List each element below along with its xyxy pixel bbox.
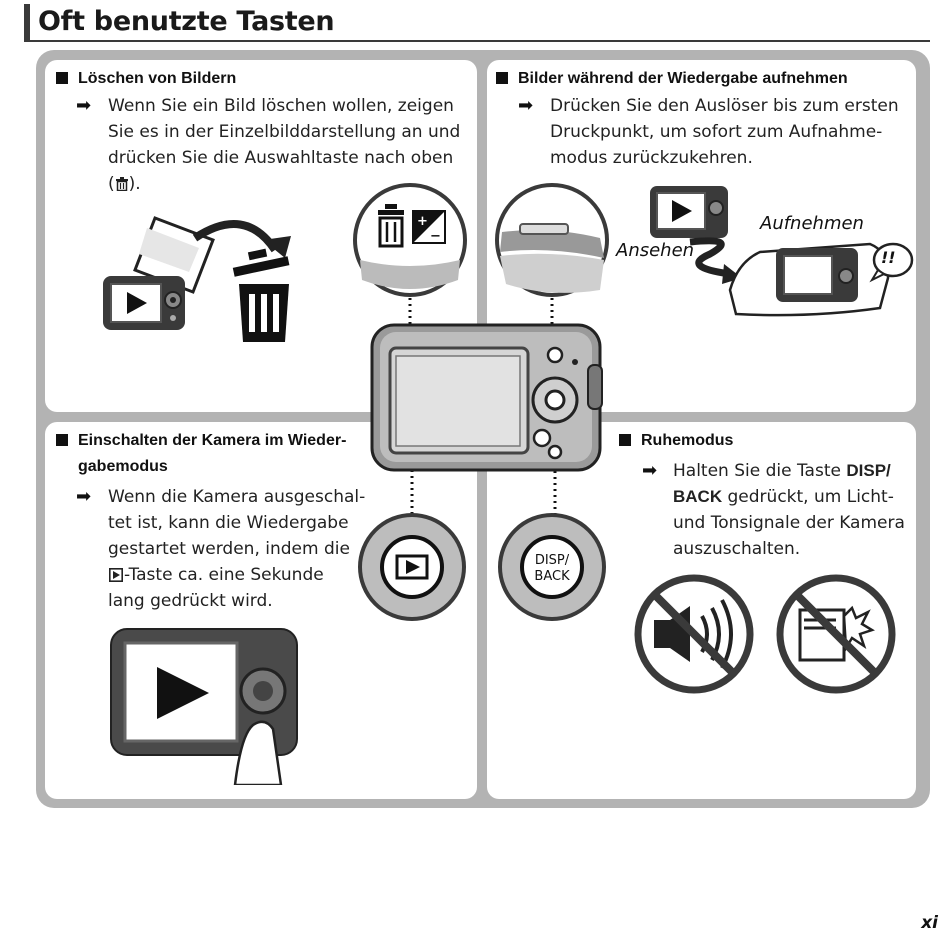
trash-icon: [232, 248, 290, 342]
small-camera: [650, 186, 728, 238]
small-camera: [103, 276, 185, 330]
bubble-text: !!: [881, 248, 896, 267]
heading-square-icon: [619, 434, 631, 446]
section-heading-delete: Löschen von Bildern: [56, 68, 236, 90]
body-line-playback: -Taste ca. eine Sekunde: [108, 562, 324, 588]
svg-text:−: −: [430, 229, 441, 244]
body-line: modus zurückzukehren.: [550, 148, 753, 168]
heading-text: Löschen von Bildern: [78, 70, 237, 87]
heading-text: Bilder während der Wiedergabe aufnehmen: [518, 70, 848, 87]
magnified-top-buttons: + −: [353, 183, 467, 297]
section-heading-silent: Ruhemodus: [619, 430, 733, 452]
body-line: Wenn die Kamera ausgeschal-: [108, 487, 366, 507]
arc-arrowhead: [263, 236, 291, 258]
no-light-icon: [776, 574, 896, 694]
power-on-illustration: [110, 628, 298, 785]
heading-text: Ruhemodus: [641, 432, 734, 449]
right-arrow-icon: ➡: [642, 460, 658, 481]
swirl-arrow: [689, 237, 731, 278]
body-line-trash: ().: [108, 174, 141, 194]
body-line: auszuschalten.: [673, 539, 801, 559]
heading-square-icon: [56, 434, 68, 446]
svg-text:+: +: [417, 214, 428, 229]
center-camera-illustration: + − D: [353, 183, 609, 621]
exclamation-bubble: [869, 242, 914, 283]
exposure-compensation-icon: + −: [412, 210, 446, 244]
body-line-back: BACK gedrückt, um Licht-: [673, 487, 894, 507]
body-line: lang gedrückt wird.: [108, 591, 273, 611]
magnified-shutter: [495, 183, 609, 297]
section-heading-shoot: Bilder während der Wiedergabe aufnehmen: [496, 68, 848, 90]
body-line: Wenn Sie ein Bild löschen wollen, zeigen: [108, 96, 454, 116]
caption-shoot: Aufnehmen: [760, 213, 864, 234]
right-arrow-icon: ➡: [76, 95, 92, 116]
body-line: drücken Sie die Auswahltaste nach oben: [108, 148, 454, 168]
page-number: xi: [921, 913, 938, 933]
hand-camera: [728, 242, 890, 317]
body-line: Drücken Sie den Auslöser bis zum ersten: [550, 96, 899, 116]
no-sound-icon: [634, 574, 754, 694]
magnified-disp-back-button: DISP/ BACK: [498, 513, 606, 621]
trash-icon: [378, 204, 404, 248]
shoot-illustration: [650, 186, 914, 317]
body-line: und Tonsignale der Kamera: [673, 513, 905, 533]
heading-text: Einschalten der Kamera im Wieder-: [78, 432, 347, 449]
body-line: tet ist, kann die Wiedergabe: [108, 513, 349, 533]
caption-view: Ansehen: [616, 240, 695, 261]
section-heading-power-on: Einschalten der Kamera im Wieder-: [56, 430, 346, 452]
disp-label: DISP/: [535, 553, 570, 568]
delete-illustration: [103, 216, 291, 342]
body-line-disp: Halten Sie die Taste DISP/: [673, 461, 891, 481]
playback-triangle: [157, 667, 209, 719]
flying-photo: [133, 216, 215, 294]
body-line: Sie es in der Einzelbilddarstellung an u…: [108, 122, 461, 142]
right-arrow-icon: ➡: [518, 95, 534, 116]
section-heading-power-on-cont: gabemodus: [78, 458, 168, 475]
body-line: Druckpunkt, um sofort zum Aufnahme-: [550, 122, 883, 142]
camera-back: [370, 323, 603, 472]
back-label: BACK: [534, 569, 570, 584]
page-title: Oft benutzte Tasten: [24, 4, 930, 42]
body-line: gestartet werden, indem die: [108, 539, 350, 559]
playback-icon: [109, 568, 123, 582]
silent-illustration: [634, 574, 896, 694]
trash-icon: [115, 177, 128, 191]
heading-square-icon: [496, 72, 508, 84]
heading-square-icon: [56, 72, 68, 84]
right-arrow-icon: ➡: [76, 486, 92, 507]
finger: [233, 720, 283, 785]
magnified-playback-button: [358, 513, 466, 621]
